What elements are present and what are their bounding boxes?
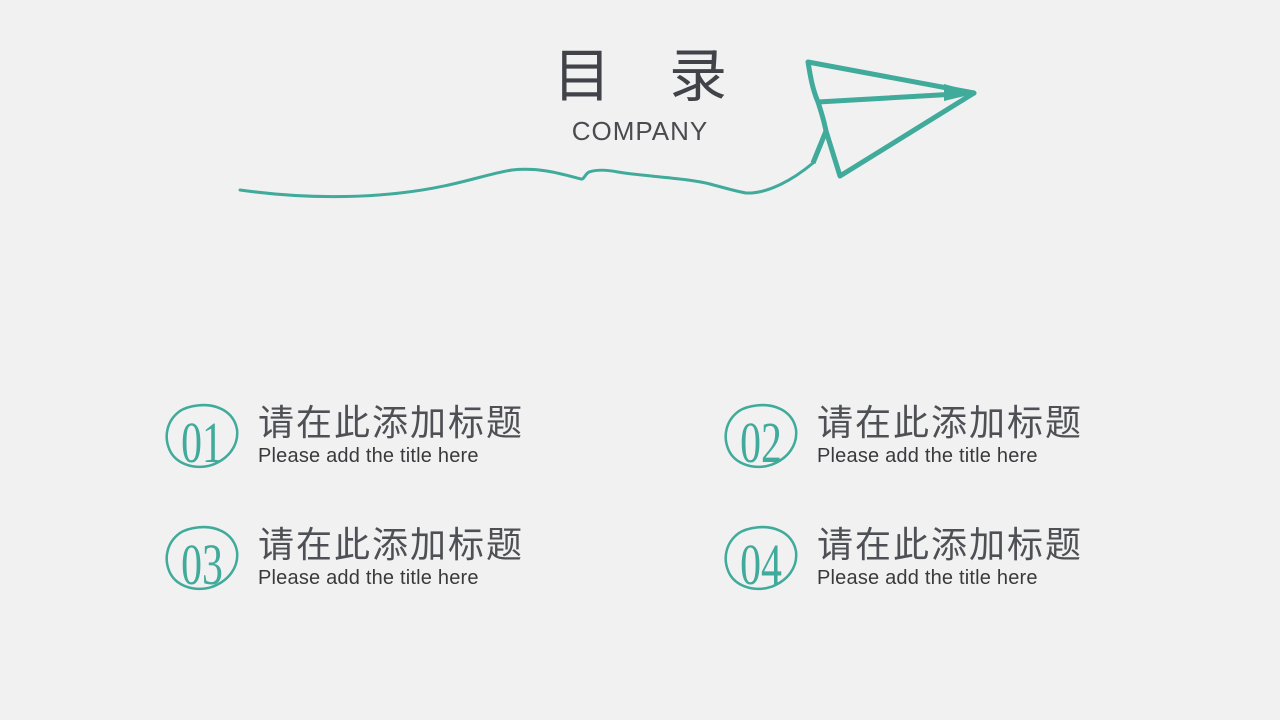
item-number-badge: 01 xyxy=(163,402,241,475)
circle-outline-icon xyxy=(165,403,239,469)
item-number: 03 xyxy=(181,532,223,597)
item-number-badge: 02 xyxy=(722,402,800,475)
item-subtitle: Please add the title here xyxy=(817,445,1038,467)
item-number-badge: 04 xyxy=(722,524,800,597)
page-title: 目 录 xyxy=(552,42,727,110)
item-title: 请在此添加标题 xyxy=(258,525,525,566)
item-number: 02 xyxy=(740,410,782,475)
circle-outline-icon xyxy=(724,525,798,591)
item-text-block: 请在此添加标题 Please add the title here xyxy=(258,404,524,468)
slide-header: 目 录 COMPANY xyxy=(0,46,1280,147)
company-label: COMPANY xyxy=(571,115,709,146)
item-title: 请在此添加标题 xyxy=(258,403,525,444)
item-subtitle: Please add the title here xyxy=(258,567,479,589)
item-number: 04 xyxy=(740,532,782,597)
item-text-block: 请在此添加标题 Please add the title here xyxy=(817,404,1083,468)
item-subtitle: Please add the title here xyxy=(817,567,1038,589)
item-title: 请在此添加标题 xyxy=(817,403,1084,444)
item-number: 01 xyxy=(181,410,223,475)
toc-item-1[interactable]: 01 请在此添加标题 Please add the title here xyxy=(163,402,524,475)
item-number-badge: 03 xyxy=(163,524,241,597)
circle-outline-icon xyxy=(724,403,798,469)
toc-item-4[interactable]: 04 请在此添加标题 Please add the title here xyxy=(722,524,1083,597)
trail-line-icon xyxy=(238,161,815,199)
toc-item-2[interactable]: 02 请在此添加标题 Please add the title here xyxy=(722,402,1083,475)
item-text-block: 请在此添加标题 Please add the title here xyxy=(258,526,524,590)
item-title: 请在此添加标题 xyxy=(817,525,1084,566)
circle-outline-icon xyxy=(165,525,239,591)
toc-item-3[interactable]: 03 请在此添加标题 Please add the title here xyxy=(163,524,524,597)
item-subtitle: Please add the title here xyxy=(258,445,479,467)
item-text-block: 请在此添加标题 Please add the title here xyxy=(817,526,1083,590)
